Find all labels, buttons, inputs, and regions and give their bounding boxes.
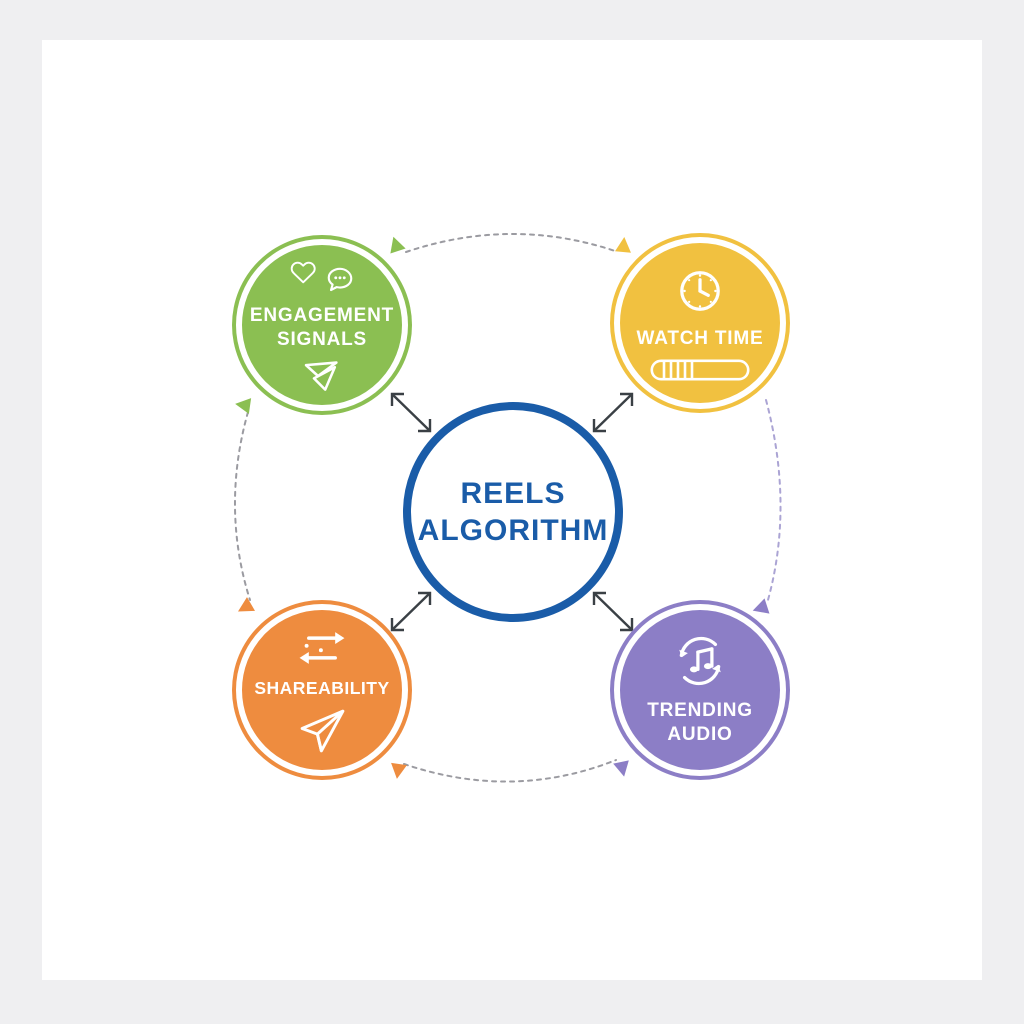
center-label-line2: ALGORITHM xyxy=(417,514,609,547)
share-icon xyxy=(301,360,343,392)
node-reels-algorithm: REELS ALGORITHM xyxy=(403,402,623,622)
clock-icon xyxy=(674,265,726,317)
comment-bubble-icon xyxy=(324,265,356,295)
center-label-line1: REELS xyxy=(460,476,566,510)
node-label-engagement: ENGAGEMENT SIGNALS xyxy=(250,304,394,352)
node-watch-time: WATCH TIME xyxy=(614,237,786,409)
node-label-line1: WATCH TIME xyxy=(636,327,764,349)
paper-plane-icon xyxy=(296,708,348,754)
node-label-trending-audio: TRENDING AUDIO xyxy=(647,699,753,747)
node-label-line1: TRENDING xyxy=(647,700,753,722)
node-label-shareability: SHAREABILITY xyxy=(254,678,389,700)
node-label-line1: ENGAGEMENT xyxy=(249,304,395,326)
node-label-watch-time: WATCH TIME xyxy=(637,327,764,351)
heart-icon xyxy=(288,258,318,286)
center-label: REELS ALGORITHM xyxy=(418,475,609,550)
node-engagement-signals: ENGAGEMENT SIGNALS xyxy=(236,239,408,411)
exchange-arrows-icon xyxy=(293,626,351,670)
music-refresh-icon xyxy=(672,633,728,689)
node-label-line2: SIGNALS xyxy=(276,328,368,350)
node-label-line1: SHAREABILITY xyxy=(254,677,390,698)
progress-bar-icon xyxy=(650,359,750,381)
node-label-line2: AUDIO xyxy=(667,724,733,745)
node-trending-audio: TRENDING AUDIO xyxy=(614,604,786,776)
engagement-icons xyxy=(288,258,356,295)
node-shareability: SHAREABILITY xyxy=(236,604,408,776)
